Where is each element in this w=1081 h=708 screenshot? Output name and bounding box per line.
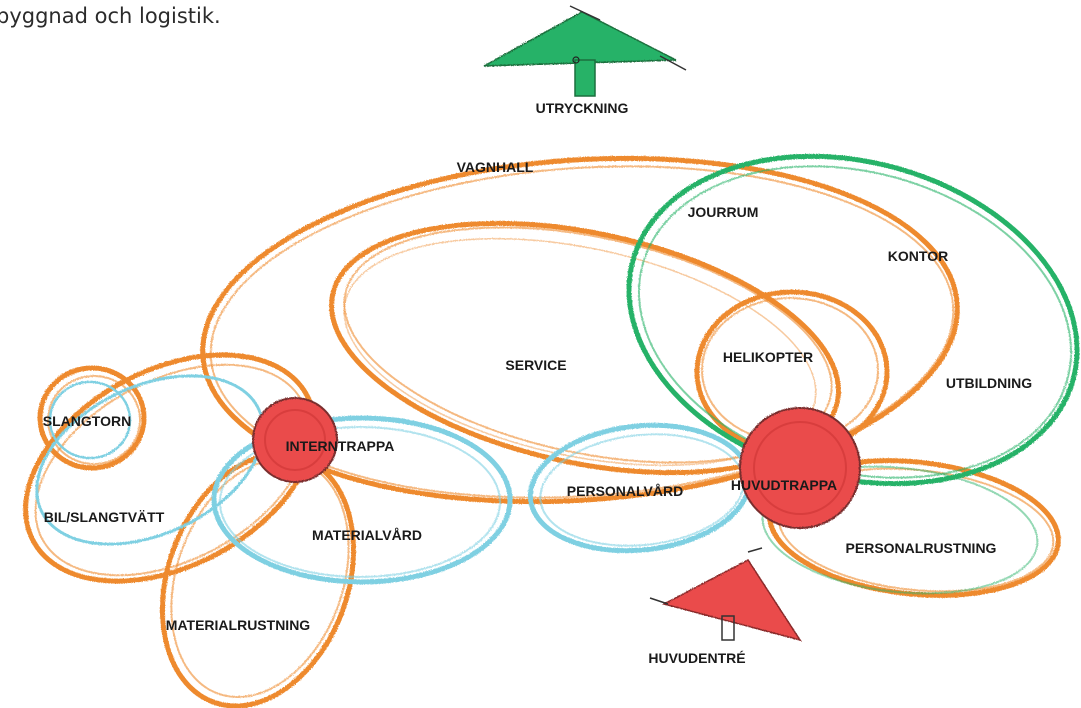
label-materialrustning: MATERIALRUSTNING <box>166 617 311 633</box>
label-utryckning: UTRYCKNING <box>536 100 629 116</box>
label-vagnhall: VAGNHALL <box>457 159 534 175</box>
label-bil-slangtvatt: BIL/SLANGTVÄTT <box>44 509 165 525</box>
orange-zones <box>23 155 1061 708</box>
service-zone <box>329 220 841 476</box>
huvudtrappa-circle-icon <box>739 407 861 529</box>
materialvard-zone <box>211 415 513 585</box>
label-helikopter: HELIKOPTER <box>723 349 813 365</box>
label-huvudtrappa: HUVUDTRAPPA <box>731 477 837 493</box>
label-materialvard: MATERIALVÅRD <box>312 527 422 543</box>
label-personalrustning: PERSONALRUSTNING <box>846 540 997 556</box>
label-personalvard: PERSONALVÅRD <box>567 483 683 499</box>
green-zones <box>626 153 1080 595</box>
internatrappa-circle-icon <box>252 397 338 483</box>
label-service: SERVICE <box>505 357 566 373</box>
label-huvudentre: HUVUDENTRÉ <box>648 650 745 666</box>
utryckning-exit-icon <box>483 5 687 97</box>
label-utbildning: UTBILDNING <box>946 375 1032 391</box>
label-jourrum: JOURRUM <box>688 204 759 220</box>
label-internatrappa: INTERNTRAPPA <box>286 438 395 454</box>
label-kontor: KONTOR <box>888 248 948 264</box>
intro-text: byggnad och logistik. <box>0 4 221 28</box>
bil-slangtvatt-zone <box>23 352 317 584</box>
label-slangtorn: SLANGTORN <box>43 413 131 429</box>
slangtorn-zone <box>37 365 147 471</box>
huvudentre-arrow-icon <box>649 547 802 642</box>
